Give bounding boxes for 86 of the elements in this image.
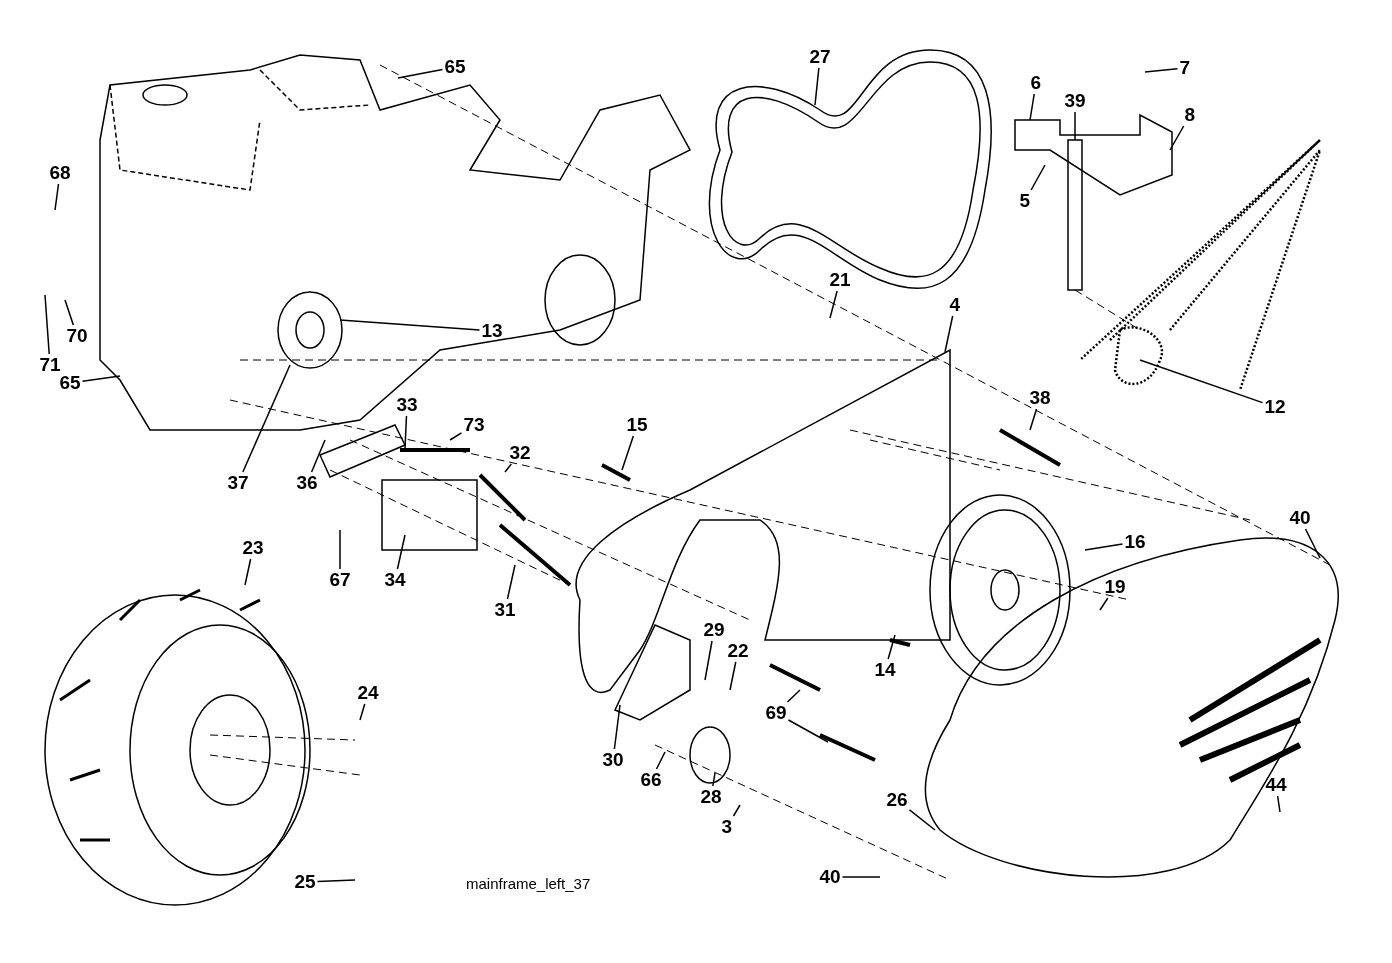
leader-line [655,751,666,770]
callout-number: 68 [49,163,71,183]
leader-line [1029,93,1035,121]
leader-line [814,67,820,106]
callout-number: 7 [1179,58,1191,78]
callout-number: 25 [294,872,316,892]
leader-line [64,299,75,326]
leader-line [396,534,406,570]
callout-number: 40 [819,867,841,887]
leader-line [729,661,737,691]
callout-number: 29 [703,620,725,640]
leader-line [1144,68,1179,73]
callout-number: 30 [602,750,624,770]
leader-line [242,364,291,473]
callout-number: 33 [396,395,418,415]
callout-number: 26 [886,790,908,810]
callout-number: 4 [949,295,961,315]
leader-line [1030,164,1046,191]
leader-line [44,294,50,355]
leader-line [704,640,713,681]
leader-line [621,435,635,471]
leader-line [339,529,341,570]
leader-line [504,463,513,473]
leader-line [81,375,121,382]
leader-line [1074,111,1076,141]
leader-line [310,439,326,473]
callout-number: 5 [1019,191,1031,211]
leader-line [732,804,741,817]
callout-number: 70 [66,326,88,346]
callout-number: 16 [1124,532,1146,552]
callout-number: 65 [444,57,466,77]
callout-number: 40 [1289,508,1311,528]
callout-number: 12 [1264,397,1286,417]
callout-number: 65 [59,373,81,393]
leader-line [397,68,444,79]
leader-line [613,704,621,750]
callout-number: 39 [1064,91,1086,111]
callout-number: 22 [727,641,749,661]
leader-line [908,809,936,831]
callout-number: 28 [700,787,722,807]
callout-number: 34 [384,570,406,590]
callout-number: 73 [463,415,485,435]
leader-line [841,876,881,878]
callout-number: 36 [296,473,318,493]
leader-line [449,432,463,441]
leader-line [54,183,60,211]
leader-line [712,772,716,787]
callout-number: 6 [1030,73,1042,93]
callout-number: 66 [640,770,662,790]
leader-line [404,415,408,449]
callout-number: 23 [242,538,264,558]
leader-line [1029,408,1038,431]
leader-line [1304,528,1321,559]
leader-line [1276,795,1281,813]
leader-line [339,319,481,331]
callout-number: 37 [227,473,249,493]
callout-number: 67 [329,570,351,590]
callout-number: 13 [481,321,503,341]
leader-line [1169,125,1185,151]
callout-number: 69 [765,703,787,723]
callout-number: 14 [874,660,896,680]
drawing-id-label: mainframe_left_37 [466,875,591,892]
leader-line [786,689,801,703]
callout-number: 24 [357,683,379,703]
callout-number: 21 [829,270,851,290]
leader-line [316,879,356,883]
leader-line [1099,597,1109,611]
callout-number: 31 [494,600,516,620]
leader-line [1084,543,1124,551]
leader-line [829,290,838,319]
leader-line [1139,359,1264,404]
callout-number: 19 [1104,577,1126,597]
leader-line [944,315,954,353]
callout-number: 71 [39,355,61,375]
leader-line [506,564,516,600]
leader-line [787,719,829,743]
leader-line [244,558,252,586]
callout-number: 27 [809,47,831,67]
callout-number: 3 [721,817,733,837]
callout-number: 32 [509,443,531,463]
leader-line [359,703,366,721]
callout-number: 38 [1029,388,1051,408]
leader-line [887,634,896,660]
callout-number: 15 [626,415,648,435]
callout-number: 44 [1265,775,1287,795]
callout-number: 8 [1184,105,1196,125]
